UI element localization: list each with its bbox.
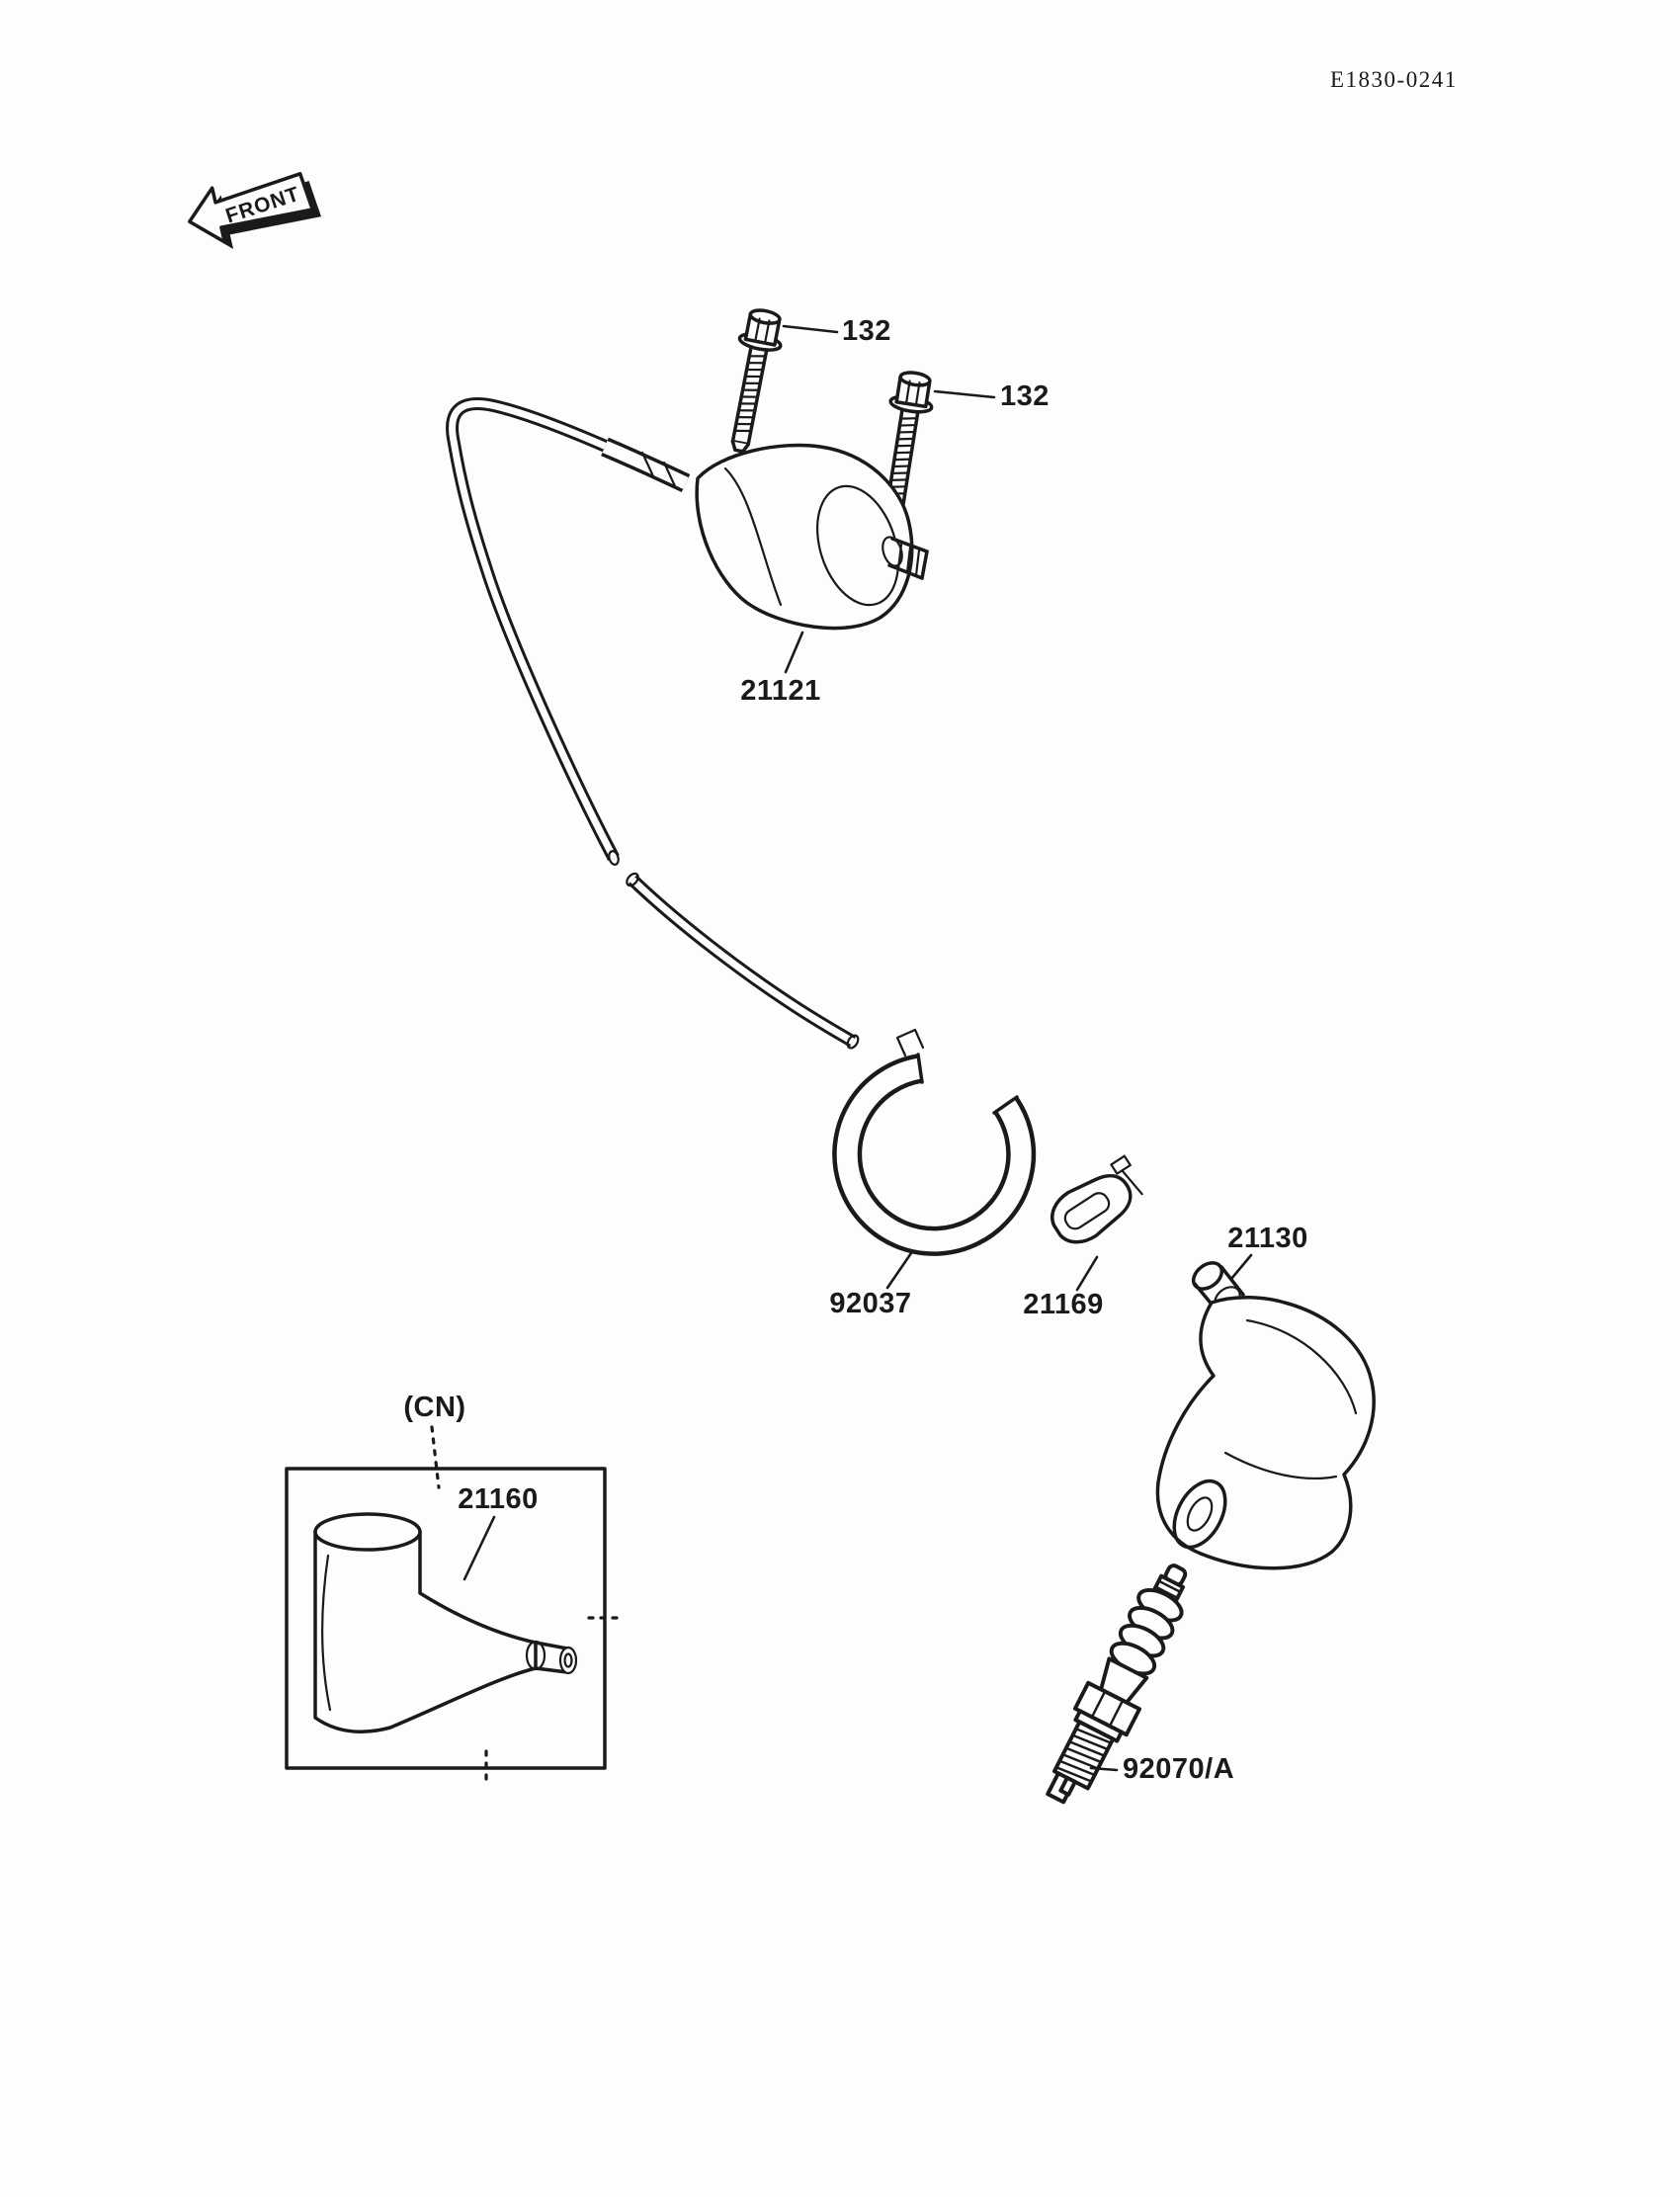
callout-plug-cap-cn: 21160 — [458, 1483, 539, 1515]
callout-ignition-coil: 21121 — [740, 675, 821, 707]
leader-plug-cap — [1229, 1253, 1253, 1281]
document-code: E1830-0241 — [1330, 67, 1458, 92]
cn-marking-label: (CN) — [403, 1392, 465, 1423]
callout-spark-plug: 92070/A — [1123, 1753, 1234, 1785]
cn-box — [285, 1425, 623, 1787]
leader-plug-cap-cn — [462, 1515, 496, 1581]
leader-bolt-upper — [782, 324, 839, 334]
front-arrow: FRONT — [187, 172, 322, 249]
leader-bolt-lower — [933, 389, 996, 399]
spark-plug-cap-drawing — [1155, 1261, 1376, 1570]
callout-bolt-upper: 132 — [842, 315, 891, 347]
cn-spark-plug-cap-drawing — [313, 1512, 578, 1733]
leader-spark-plug — [1089, 1766, 1119, 1772]
leader-lines — [462, 324, 1253, 1772]
leader-clamp — [1075, 1255, 1099, 1292]
callout-band: 92037 — [829, 1288, 911, 1319]
callout-plug-cap: 21130 — [1227, 1223, 1308, 1254]
lead-wire-drawing — [446, 397, 860, 1050]
leader-band — [885, 1251, 913, 1290]
callout-bolt-lower: 132 — [1000, 380, 1050, 412]
spark-plug-drawing — [1046, 1563, 1188, 1805]
band-drawing — [832, 1028, 1037, 1256]
leader-ignition-coil — [784, 631, 804, 674]
clamp-drawing — [1050, 1154, 1143, 1244]
callout-labels: E1830-0241 132 132 21121 21130 92037 211… — [403, 67, 1458, 1785]
callout-clamp: 21169 — [1023, 1289, 1104, 1320]
ignition-coil-drawing — [695, 443, 929, 631]
bolt-upper-drawing — [716, 304, 789, 457]
front-arrow-body — [187, 172, 314, 244]
